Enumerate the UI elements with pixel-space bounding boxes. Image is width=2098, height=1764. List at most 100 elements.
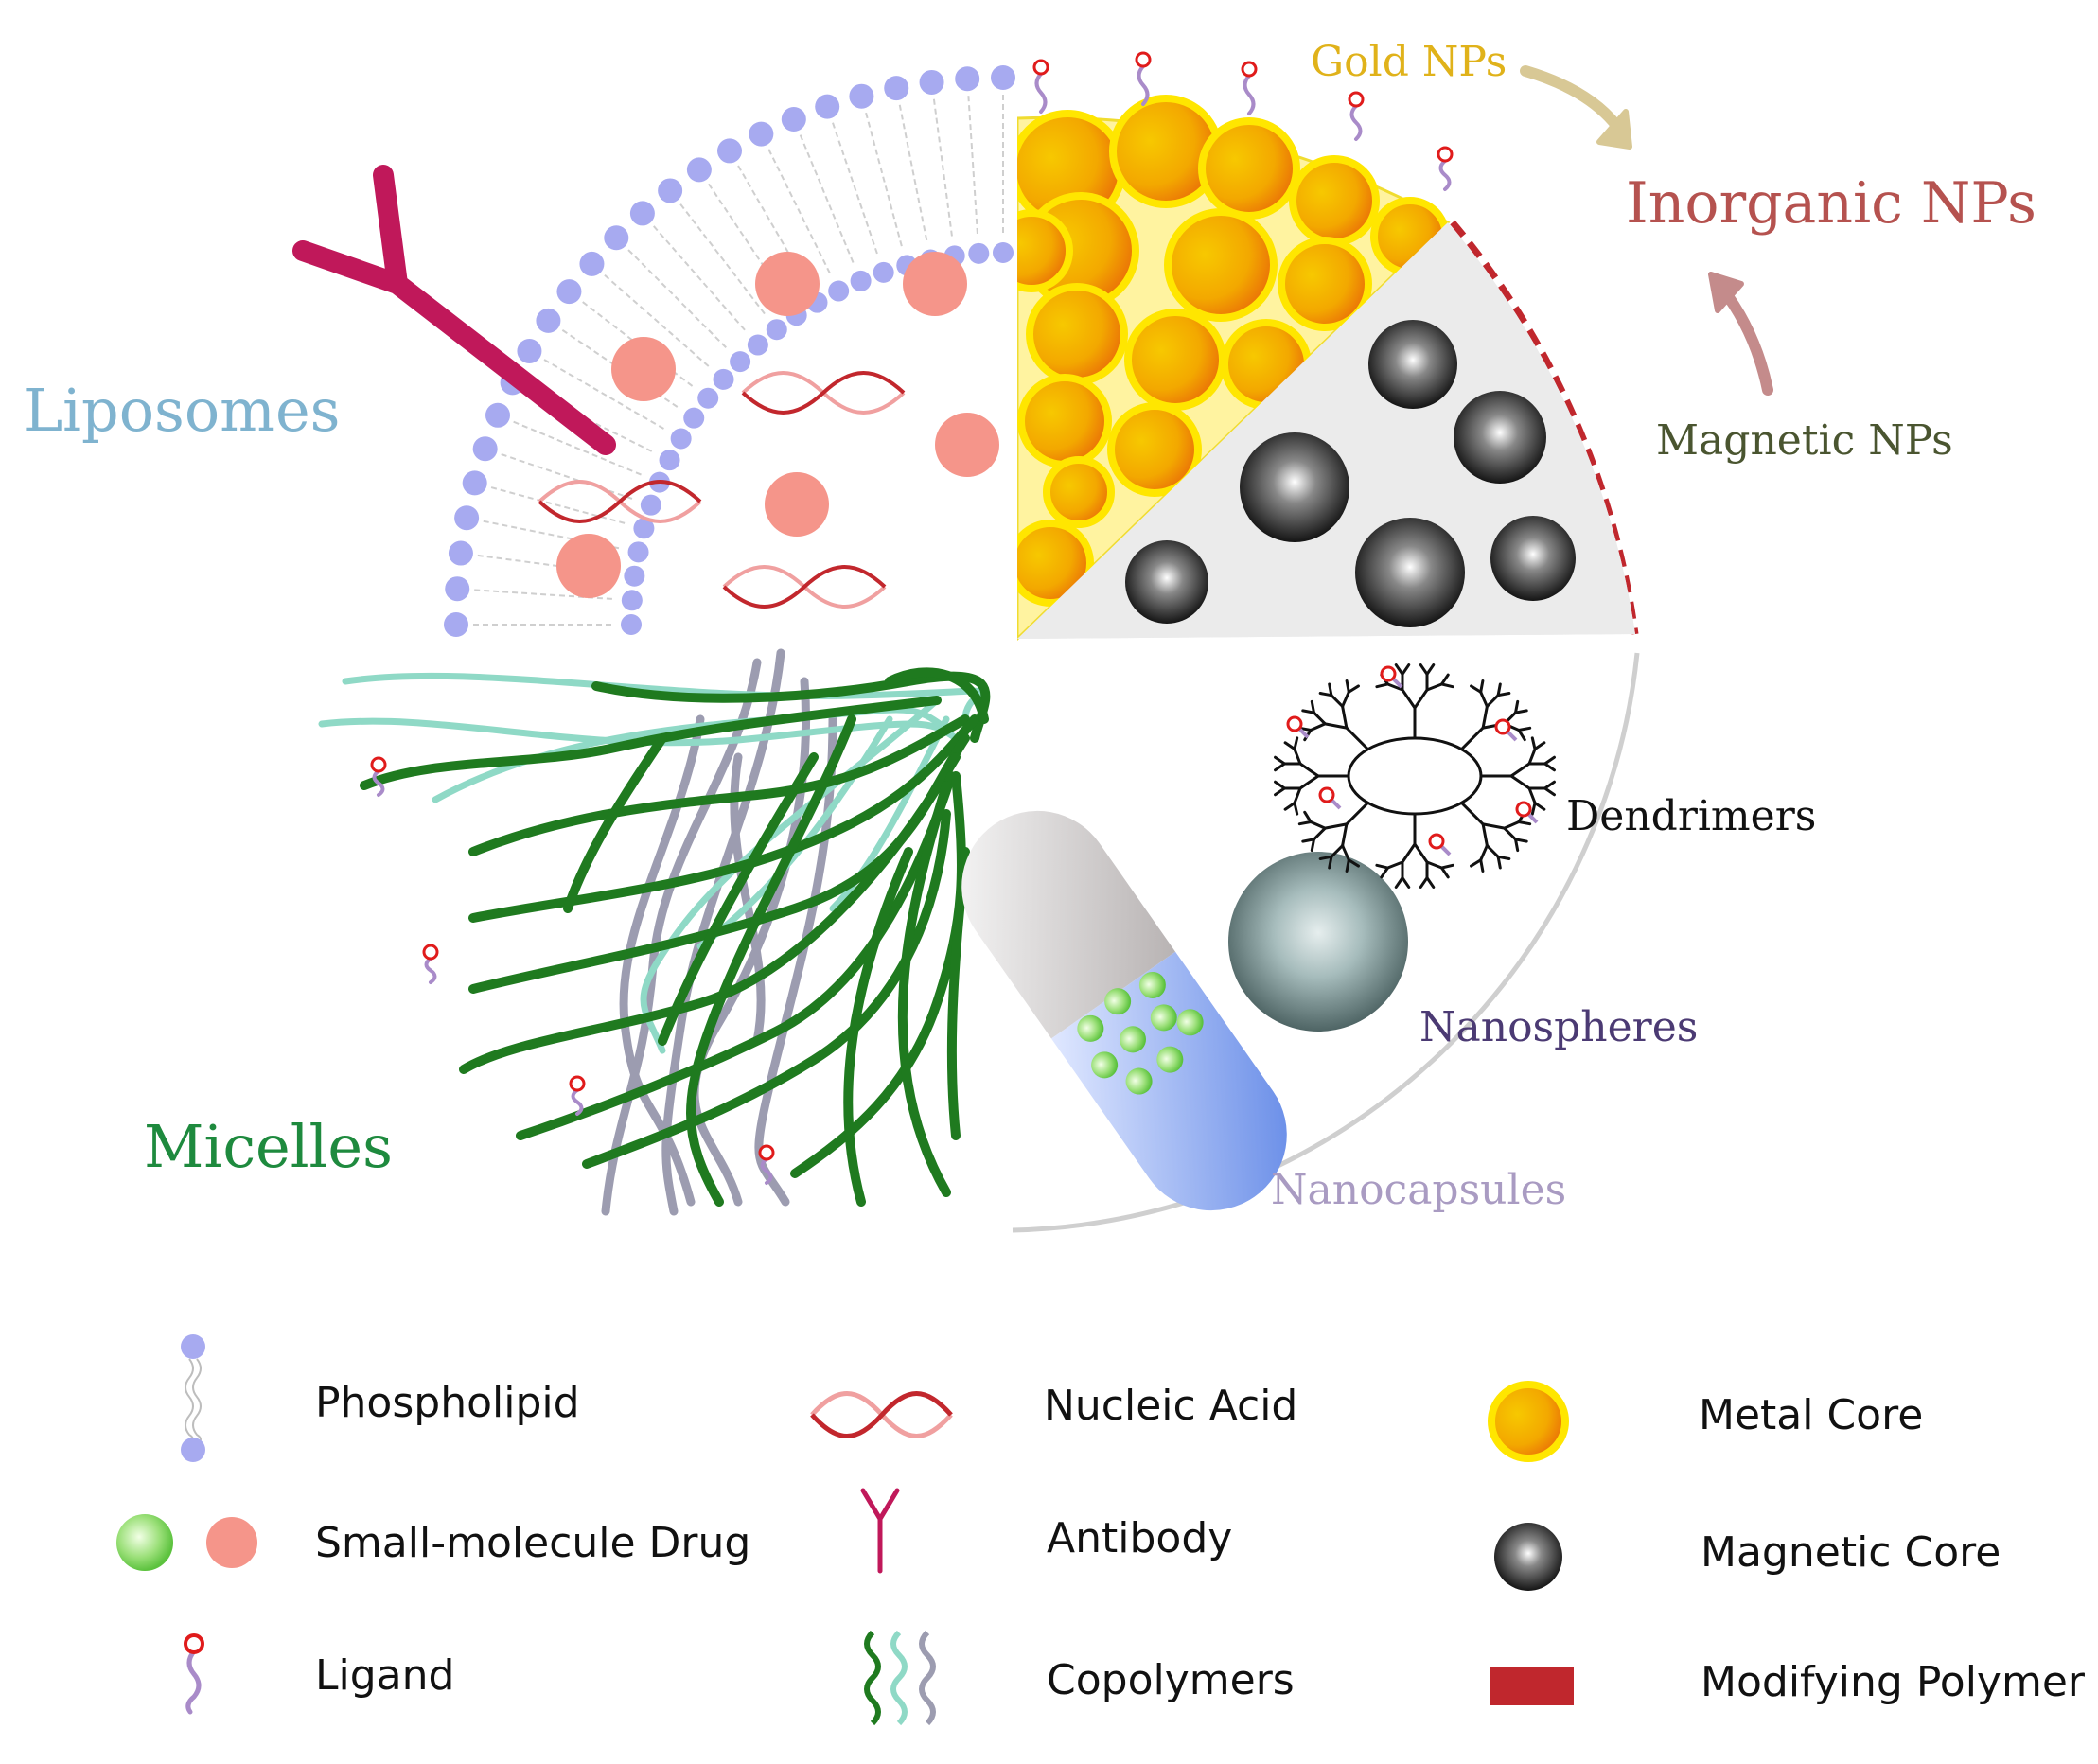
legend-modifying-polymer-label: Modifying Polymer (1701, 1658, 2086, 1706)
legend-copolymers-icon (864, 1630, 936, 1726)
ligand-icon (758, 1144, 775, 1185)
gold-core (1164, 208, 1278, 322)
phospholipid-head (749, 121, 774, 147)
magnetic-region-overlay (1017, 222, 1635, 639)
magnetic-core (1240, 432, 1349, 542)
gold-core (1278, 237, 1372, 331)
capsule-drugs (1077, 971, 1204, 1095)
ligand-icon (1380, 665, 1397, 682)
phospholipid-head (627, 541, 649, 563)
drug-particle (1156, 1046, 1184, 1073)
phospholipid-head (781, 106, 806, 132)
drug-particle (1077, 1014, 1104, 1042)
gold-cores (965, 95, 1635, 644)
gold-core (1124, 309, 1226, 411)
drug-particle (1120, 1026, 1147, 1053)
phospholipid-head (556, 279, 582, 305)
micelle-strands (318, 648, 991, 1216)
legend-phospholipid-label: Phospholipid (315, 1379, 580, 1427)
ligand-icon (1241, 61, 1258, 115)
phospholipid-head (629, 201, 655, 226)
magnetic-nps-label: Magnetic NPs (1656, 416, 1953, 465)
phospholipid-head (517, 339, 542, 363)
inorganic-quadrant (965, 51, 1635, 644)
gold-nps-label: Gold NPs (1311, 38, 1507, 86)
drug-particle (935, 413, 999, 477)
magnetic-core (1454, 391, 1546, 484)
phospholipid-head (624, 565, 645, 587)
legend-phospholipid-icon (181, 1334, 205, 1462)
copolymer-strand (318, 717, 960, 747)
legend-modifying-polymer-icon (1490, 1667, 1574, 1705)
copolymer-strand (619, 714, 705, 1207)
ligand-icon (1348, 91, 1365, 141)
dendrimers-label: Dendrimers (1566, 792, 1816, 840)
drug-particle (1125, 1067, 1153, 1095)
phospholipid-head (658, 178, 683, 203)
legend-nucleic-acid-icon (810, 1391, 953, 1438)
copolymer-strand (885, 667, 989, 724)
legend-metal-core-icon (1488, 1381, 1569, 1462)
legend-pink-drug-icon (206, 1517, 257, 1568)
legend-nucleic-acid-label: Nucleic Acid (1044, 1382, 1297, 1430)
gold-core (1017, 374, 1112, 468)
gold-core (1198, 117, 1300, 220)
nanocapsules-label: Nanocapsules (1271, 1166, 1566, 1214)
micelles-label: Micelles (144, 1112, 393, 1181)
nanocapsule (961, 810, 1287, 1211)
phospholipid-head (579, 251, 605, 276)
legend-antibody-icon (860, 1488, 900, 1574)
copolymer-strand (563, 733, 667, 913)
magnetic-core (1490, 516, 1576, 601)
ligand-icon (1318, 786, 1335, 803)
copolymer-strand (843, 847, 913, 1207)
drug-particle (1091, 1051, 1119, 1079)
phospholipid-head (717, 138, 742, 164)
legend: Phospholipid Small-molecule Drug Ligand … (116, 1334, 2086, 1726)
phospholipid-head (640, 494, 661, 516)
drug-particle (903, 252, 967, 316)
nucleic-acid-strand (538, 480, 702, 523)
ligand-icon (1032, 59, 1049, 114)
copolymer-strand (468, 714, 979, 923)
clip-mask (965, 114, 1017, 644)
copolymer-strand (468, 714, 970, 856)
phospholipid-head (993, 242, 1014, 263)
ligand-icon (422, 944, 439, 984)
copolymer-strand (658, 752, 819, 1046)
copolymer-strand (686, 714, 856, 1207)
phospholipid-head (536, 308, 561, 333)
phospholipid-head (849, 83, 874, 109)
magnetic-core (1368, 320, 1457, 409)
phospholipid-head (454, 505, 480, 531)
copolymer-strand (897, 781, 951, 1197)
drug-particle (611, 337, 676, 401)
legend-ligand-icon (184, 1633, 204, 1715)
drug-particle (1150, 1004, 1177, 1032)
legend-green-drug-icon (116, 1514, 173, 1571)
copolymer-strand (516, 771, 956, 1140)
arrow-gold-to-inorganic (1520, 65, 1632, 150)
modifying-polymer-arc (1450, 220, 1639, 635)
drug-particle (1138, 971, 1166, 998)
dendrimer (1274, 663, 1556, 889)
phospholipid-head (884, 76, 909, 101)
ligand-icon (1135, 51, 1152, 106)
legend-ligand-label: Ligand (315, 1651, 454, 1700)
legend-antibody-label: Antibody (1047, 1514, 1232, 1562)
liposome-bilayer (444, 65, 1015, 637)
drug-particle (556, 534, 621, 598)
micelle-ligands (370, 756, 775, 1185)
ligand-icon (370, 756, 387, 797)
legend-magnetic-core-icon (1494, 1523, 1562, 1591)
copolymer-strand (829, 715, 950, 912)
liposomes-label: Liposomes (24, 376, 340, 445)
phospholipid-head (919, 69, 944, 95)
phospholipid-head (604, 225, 629, 251)
phospholipid-head (713, 368, 734, 390)
ligand-icon (1515, 801, 1532, 818)
phospholipid-head (815, 94, 840, 119)
gold-core (1107, 402, 1202, 497)
phospholipid-head (850, 270, 872, 291)
